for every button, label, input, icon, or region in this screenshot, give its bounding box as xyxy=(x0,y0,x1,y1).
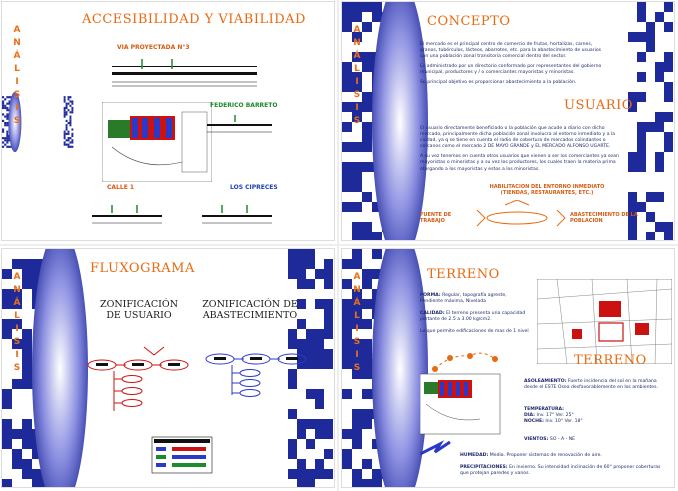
side-letter: L xyxy=(14,64,20,74)
concepto-text: El mercado es el principal centro de com… xyxy=(420,42,610,87)
concepto-paragraph: Su principal objetivo es proporcionar ab… xyxy=(420,80,577,86)
side-letter: N xyxy=(353,38,361,48)
concept-cycle-diagram xyxy=(476,200,566,227)
side-letter: A xyxy=(13,272,21,282)
concepto-paragraph: Es administrado por un directorio confor… xyxy=(420,64,602,76)
usuario-title: USUARIO xyxy=(564,98,633,113)
panel-background xyxy=(2,249,333,487)
side-letter: Á xyxy=(353,298,361,308)
side-letter: I xyxy=(15,350,19,360)
side-letter: Á xyxy=(13,51,21,61)
panel-title: ACCESIBILIDAD Y VIABILIDAD xyxy=(82,12,306,27)
zone-usuario-title: ZONIFICACIÓN DE USUARIO xyxy=(99,299,179,321)
side-letter: A xyxy=(13,25,21,35)
side-letter: I xyxy=(355,103,359,113)
vientos: VIENTOS: SO - A - NE xyxy=(524,437,576,442)
side-letter: I xyxy=(15,324,19,334)
side-letter: N xyxy=(13,285,21,295)
panel-title: CONCEPTO xyxy=(427,14,511,29)
terreno-title-1: TERRENO xyxy=(427,267,500,282)
flowchart xyxy=(87,346,307,474)
label-calle1: CALLE 1 xyxy=(107,184,135,191)
diagram-top-label: HABILITACION DEL ENTORNO INMEDIATO (TIEN… xyxy=(489,184,605,196)
terrain-site-plan xyxy=(420,352,501,456)
concepto-paragraph: El mercado es el principal centro de com… xyxy=(420,42,602,60)
side-letter: S xyxy=(353,116,361,126)
usuario-paragraph: A su vez tenemos en cuenta otros usuario… xyxy=(420,154,619,172)
usuario-paragraph: El usuario directamente beneficiado o la… xyxy=(420,126,616,150)
side-letter: L xyxy=(354,64,360,74)
urban-map xyxy=(537,279,672,364)
side-letter: S xyxy=(13,116,21,126)
road-sections-bottom xyxy=(92,205,272,224)
side-letter: A xyxy=(353,272,361,282)
side-letter: Á xyxy=(13,298,21,308)
panel-title: FLUXOGRAMA xyxy=(90,261,195,276)
side-letter: I xyxy=(355,324,359,334)
side-letter: S xyxy=(353,363,361,373)
label-los-cipreces: LOS CIPRECES xyxy=(230,184,278,191)
side-letter: S xyxy=(353,337,361,347)
side-letter: I xyxy=(15,103,19,113)
side-letter: I xyxy=(355,77,359,87)
side-letter: S xyxy=(13,90,21,100)
panel-background xyxy=(342,249,428,487)
terreno-forma: FORMA: Regular, topografía agreste, Pend… xyxy=(420,293,507,304)
label-federico-barreto: FEDERICO BARRETO xyxy=(210,102,278,109)
checker-sidebar xyxy=(2,91,74,153)
terreno-calidad: CALIDAD: El terreno presenta una capacid… xyxy=(420,311,526,322)
road-section-right xyxy=(207,115,272,133)
zone-abastecimiento-title: ZONIFICACIÓN DE ABASTECIMIENTO xyxy=(202,299,298,321)
terreno-title-2: TERRENO xyxy=(574,353,647,368)
sheet-divider-horizontal xyxy=(0,244,678,246)
checker-right xyxy=(63,96,74,148)
terreno-extra: Lo que permite edificaciones de mas de 1… xyxy=(420,329,529,334)
panel-background xyxy=(342,2,673,240)
diagram-left-label: FUENTE DE TRABAJO xyxy=(420,212,452,224)
temperatura: TEMPERATURA: DIA: Inv. 17° Ver. 25° NOCH… xyxy=(524,407,583,424)
side-letter: N xyxy=(353,285,361,295)
side-letter: L xyxy=(14,311,20,321)
side-letter: L xyxy=(354,311,360,321)
side-letter: Á xyxy=(353,51,361,61)
usuario-text: El usuario directamente beneficiado o la… xyxy=(420,126,620,173)
road-section-top xyxy=(112,59,257,87)
side-letter: N xyxy=(13,38,21,48)
side-letter: A xyxy=(353,25,361,35)
side-letter: S xyxy=(13,363,21,373)
side-letter: S xyxy=(353,90,361,100)
asoleamiento: ASOLEAMIENTO: Fuerte incidencia del sol … xyxy=(524,379,658,390)
side-letter: S xyxy=(13,337,21,347)
site-plan xyxy=(102,102,212,182)
side-letter: I xyxy=(15,77,19,87)
side-letter: I xyxy=(355,350,359,360)
label-via-proyectada: VIA PROYECTADA N°3 xyxy=(117,44,190,51)
precipitaciones: PRECIPITACIONES: En invierno. Su intensi… xyxy=(460,465,661,476)
humedad: HUMEDAD: Media. Proponer sistemas de ren… xyxy=(460,453,602,458)
diagram-right-label: ABASTECIMIENTO DE LA POBLACION xyxy=(570,212,638,224)
